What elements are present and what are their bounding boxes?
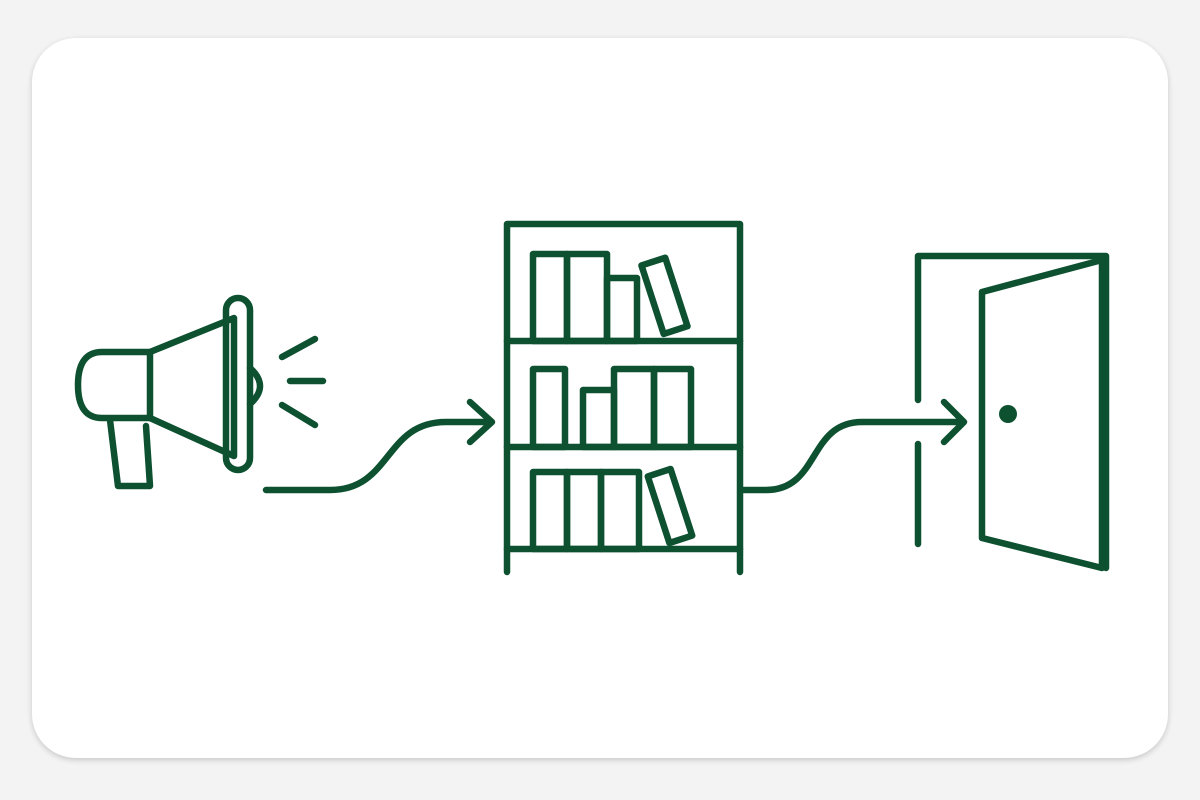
open-door-icon bbox=[914, 252, 1110, 572]
door-knob bbox=[999, 405, 1017, 423]
bookshelf-icon bbox=[503, 220, 744, 576]
arrow-bookshelf-to-door bbox=[738, 398, 968, 494]
diagram-card bbox=[32, 38, 1168, 758]
arrow-megaphone-to-bookshelf bbox=[262, 398, 496, 494]
megaphone-icon bbox=[74, 294, 327, 490]
